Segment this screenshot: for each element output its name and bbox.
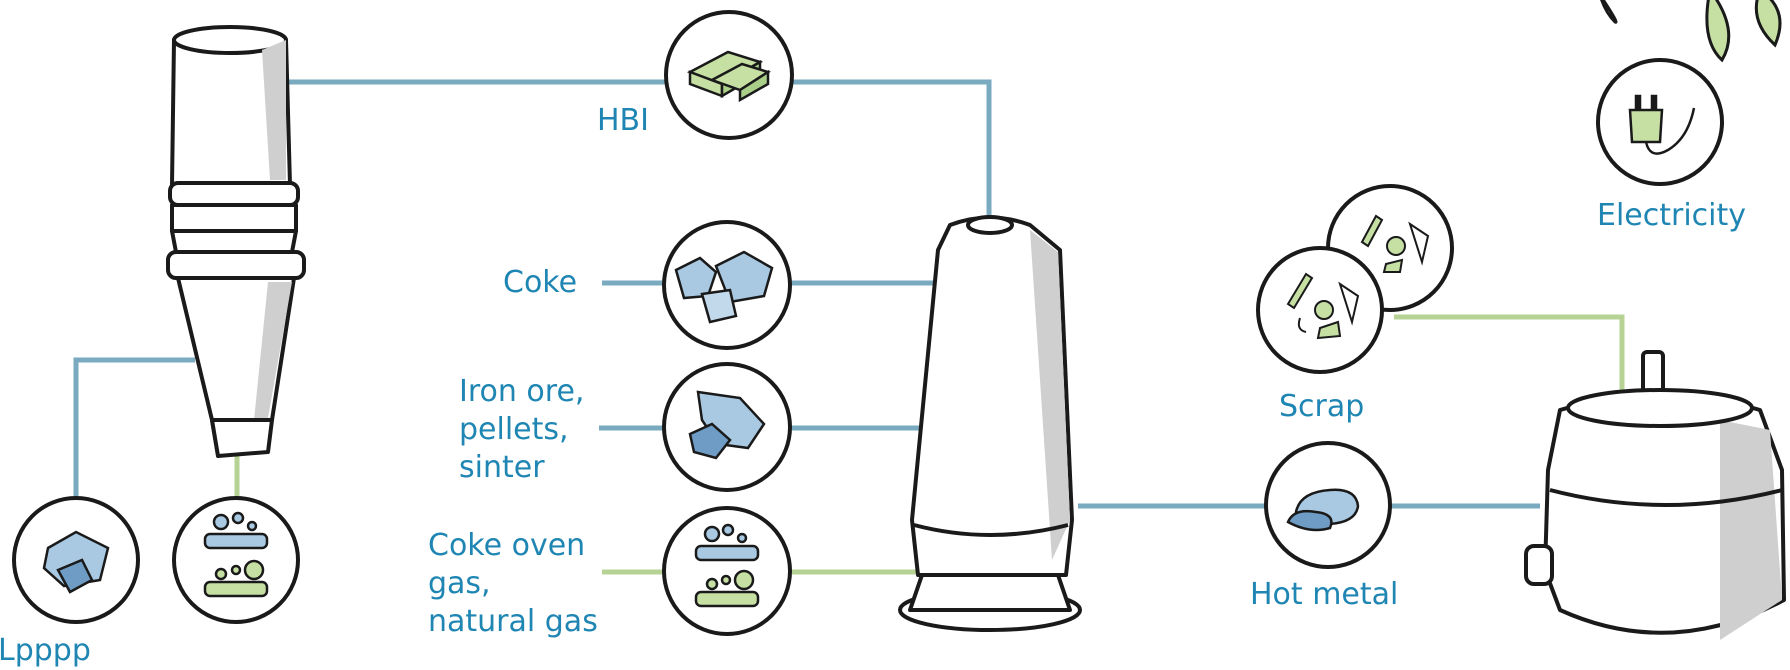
leaves-icon: [1600, 0, 1782, 63]
scrap-metal-icon: [1360, 214, 1430, 273]
hbi-briquette-icon: [686, 50, 771, 103]
gas-label-line: natural gas: [428, 604, 598, 639]
iron-ore-label-line: Iron ore,: [459, 374, 585, 409]
gas-bubbles-icon: [203, 511, 269, 598]
coke-circle: [662, 220, 792, 350]
hot-metal-label: Hot metal: [1250, 577, 1399, 612]
hbi-circle: [664, 10, 794, 140]
iron-ore-label-line: sinter: [459, 450, 545, 485]
scrap-label: Scrap: [1279, 389, 1365, 424]
hot-metal-circle: [1264, 441, 1392, 569]
gas-label: Coke oven gas, natural gas: [428, 527, 598, 641]
electric-arc-furnace: [1524, 350, 1786, 640]
scrap-line: [1394, 314, 1625, 395]
hbi-label: HBI: [597, 103, 649, 138]
electricity-circle: [1596, 58, 1724, 186]
dri-ore-line: [73, 357, 195, 505]
iron-ore-icon: [42, 530, 110, 594]
gas-circle: [662, 506, 792, 636]
gas-bubbles-icon: [694, 523, 760, 608]
scrap-circles: [1256, 184, 1454, 374]
gas-label-line: gas,: [428, 566, 491, 601]
dri-ore-circle: [12, 496, 140, 624]
iron-ore-label-line: pellets,: [459, 412, 569, 447]
iron-ore-label: Iron ore, pellets, sinter: [459, 373, 584, 487]
electric-plug-icon: [1628, 94, 1696, 155]
electricity-label: Electricity: [1597, 198, 1747, 233]
coke-label: Coke: [503, 265, 578, 300]
cropped-left-label: Lpppp: [0, 633, 91, 668]
iron-ore-circle: [662, 362, 792, 492]
hbi-line: [288, 79, 992, 222]
scrap-metal-icon: [1286, 272, 1360, 340]
gas-label-line: Coke oven: [428, 528, 586, 563]
dri-gas-circle: [172, 496, 300, 624]
hot-metal-icon: [1286, 488, 1360, 532]
direct-reduction-shaft: [166, 25, 306, 458]
blast-furnace: [898, 215, 1082, 632]
iron-ore-icon: [688, 390, 766, 460]
steelmaking-process-diagram: [12, 0, 1786, 640]
coke-lumps-icon: [674, 250, 774, 324]
